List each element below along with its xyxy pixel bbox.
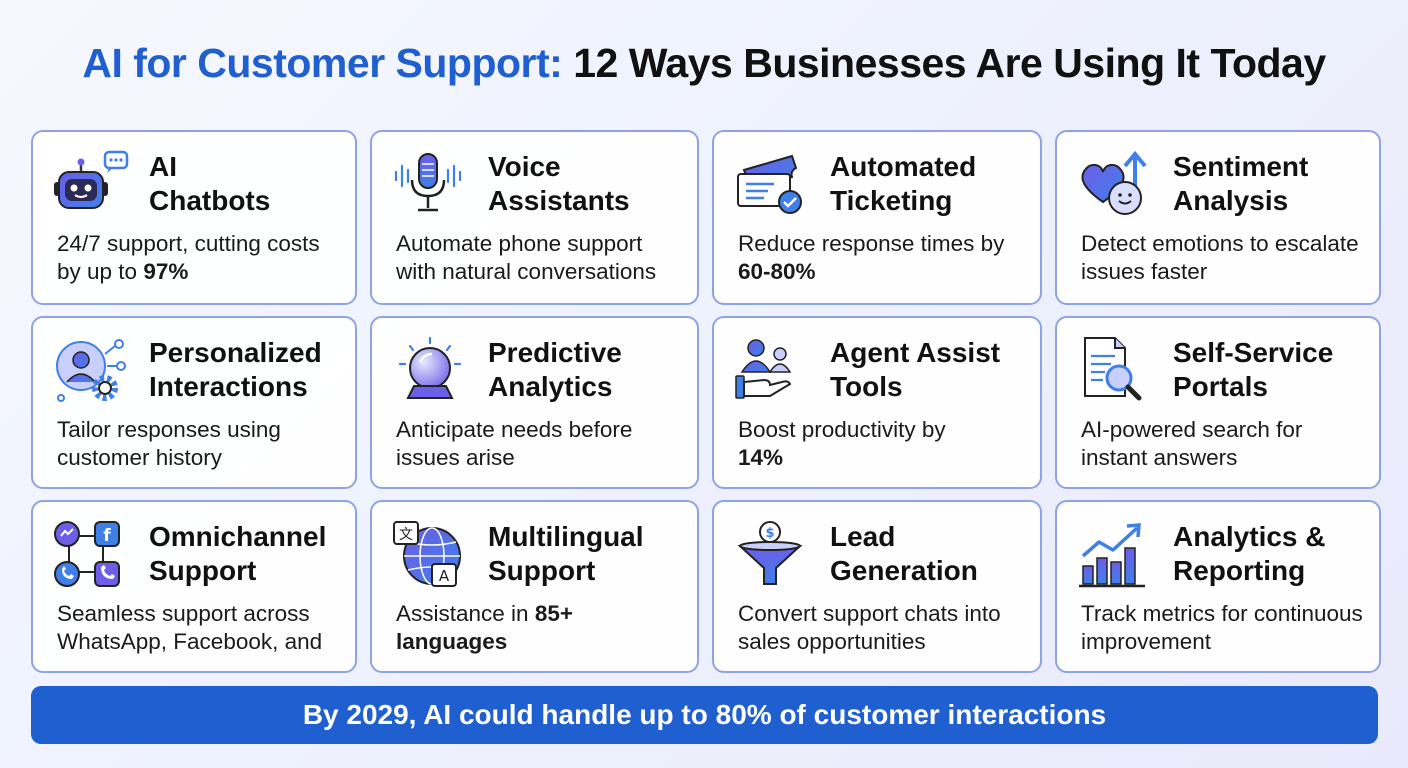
- card-self-service-portals: Self-Service Portals AI-powered search f…: [1055, 316, 1381, 489]
- desc-text: Boost productivity by: [738, 417, 946, 442]
- title-rest: 12 Ways Businesses Are Using It Today: [573, 40, 1326, 86]
- card-predictive-analytics: Predictive Analytics Anticipate needs be…: [370, 316, 699, 489]
- card-title-line1: Multilingual: [488, 521, 644, 552]
- title-accent: AI for Customer Support:: [82, 40, 563, 86]
- desc-highlight: 85+ languages: [396, 601, 573, 654]
- card-title-line2: Analysis: [1173, 185, 1289, 216]
- card-title: Voice Assistants: [488, 150, 689, 218]
- card-title-line1: Lead: [830, 521, 896, 552]
- card-title-line2: Support: [488, 555, 596, 586]
- card-title: Analytics & Reporting: [1173, 520, 1371, 588]
- card-ai-chatbots: AI Chatbots 24/7 support, cutting costs …: [31, 130, 357, 305]
- globe-translate-icon: 文 A: [393, 521, 461, 587]
- card-title-line1: Voice: [488, 151, 561, 182]
- desc-text: Tailor responses using customer history: [57, 417, 281, 470]
- card-title: AI Chatbots: [149, 150, 347, 218]
- robot-chat-icon: [54, 150, 129, 209]
- cards-grid: AI Chatbots 24/7 support, cutting costs …: [31, 130, 1381, 673]
- desc-text: 24/7 support, cutting costs by up to: [57, 231, 320, 284]
- card-description: 24/7 support, cutting costs by up to 97%: [57, 230, 345, 286]
- card-description: Track metrics for continuous improvement: [1081, 600, 1369, 656]
- card-title-line1: Sentiment: [1173, 151, 1309, 182]
- document-search-icon: [1084, 337, 1142, 401]
- card-multilingual-support: 文 A Multilingual Support Assistance in 8…: [370, 500, 699, 673]
- desc-text: Assistance in: [396, 601, 535, 626]
- svg-text:文: 文: [399, 527, 413, 543]
- card-title: Sentiment Analysis: [1173, 150, 1371, 218]
- card-description: Convert support chats into sales opportu…: [738, 600, 1030, 656]
- card-title-line2: Chatbots: [149, 185, 271, 216]
- omnichannel-icon: f: [54, 521, 120, 587]
- svg-text:A: A: [439, 567, 450, 585]
- card-title-line1: Self-Service: [1173, 337, 1334, 368]
- card-title: Lead Generation: [830, 520, 1032, 588]
- microphone-icon: [394, 153, 462, 212]
- desc-text: Detect emotions to escalate issues faste…: [1081, 231, 1359, 284]
- card-description: Tailor responses using customer history: [57, 416, 345, 472]
- user-gear-icon: [56, 339, 126, 402]
- card-title-line2: Generation: [830, 555, 978, 586]
- card-title-line1: Omnichannel: [149, 521, 327, 552]
- card-title: Predictive Analytics: [488, 336, 689, 404]
- desc-text: Track metrics for continuous improvement: [1081, 601, 1363, 654]
- funnel-dollar-icon: $: [737, 521, 803, 585]
- card-title-line2: Interactions: [149, 371, 308, 402]
- card-title-line2: Tools: [830, 371, 903, 402]
- card-title-line1: Agent Assist: [830, 337, 1001, 368]
- ticket-check-icon: [737, 154, 802, 214]
- card-title-line2: Assistants: [488, 185, 630, 216]
- card-description: AI-powered search for instant answers: [1081, 416, 1369, 472]
- card-title: Automated Ticketing: [830, 150, 1032, 218]
- card-voice-assistants: Voice Assistants Automate phone support …: [370, 130, 699, 305]
- desc-text: Seamless support across WhatsApp, Facebo…: [57, 601, 323, 654]
- heart-smile-icon: [1081, 150, 1147, 215]
- card-description: Detect emotions to escalate issues faste…: [1081, 230, 1369, 286]
- card-description: Automate phone support with natural conv…: [396, 230, 687, 286]
- card-title-line2: Reporting: [1173, 555, 1306, 586]
- page-title: AI for Customer Support: 12 Ways Busines…: [0, 40, 1408, 87]
- card-title: Omnichannel Support: [149, 520, 347, 588]
- desc-highlight: 97%: [143, 259, 189, 284]
- desc-text: Anticipate needs before issues arise: [396, 417, 633, 470]
- card-title-line2: Portals: [1173, 371, 1268, 402]
- card-title-line2: Support: [149, 555, 257, 586]
- desc-text: Convert support chats into sales opportu…: [738, 601, 1001, 654]
- agent-hand-icon: [735, 339, 792, 399]
- desc-text: AI-powered search for instant answers: [1081, 417, 1303, 470]
- card-description: Anticipate needs before issues arise: [396, 416, 687, 472]
- crystal-ball-icon: [398, 336, 462, 399]
- svg-text:$: $: [765, 526, 774, 541]
- card-description: Seamless support across WhatsApp, Facebo…: [57, 600, 345, 656]
- card-title: Personalized Interactions: [149, 336, 347, 404]
- desc-text: Automate phone support with natural conv…: [396, 231, 657, 284]
- card-personalized-interactions: Personalized Interactions Tailor respons…: [31, 316, 357, 489]
- bar-chart-trend-icon: [1079, 523, 1145, 588]
- card-lead-generation: $ Lead Generation Convert support chats …: [712, 500, 1042, 673]
- card-title-line2: Analytics: [488, 371, 613, 402]
- card-omnichannel-support: f Omnichannel Support Seamless support a…: [31, 500, 357, 673]
- card-analytics-reporting: Analytics & Reporting Track metrics for …: [1055, 500, 1381, 673]
- card-title: Multilingual Support: [488, 520, 689, 588]
- card-title: Agent Assist Tools: [830, 336, 1032, 404]
- card-title-line1: AI: [149, 151, 177, 182]
- card-agent-assist-tools: Agent Assist Tools Boost productivity by…: [712, 316, 1042, 489]
- card-title-line1: Predictive: [488, 337, 622, 368]
- card-automated-ticketing: Automated Ticketing Reduce response time…: [712, 130, 1042, 305]
- card-title-line1: Personalized: [149, 337, 322, 368]
- card-title-line1: Analytics &: [1173, 521, 1326, 552]
- desc-text: Reduce response times by: [738, 231, 1005, 256]
- card-title-line2: Ticketing: [830, 185, 953, 216]
- footer-banner: By 2029, AI could handle up to 80% of cu…: [31, 686, 1378, 744]
- desc-highlight: 14%: [738, 445, 784, 470]
- desc-highlight: 60-80%: [738, 259, 816, 284]
- card-description: Reduce response times by 60-80%: [738, 230, 1030, 286]
- card-title-line1: Automated: [830, 151, 977, 182]
- card-title: Self-Service Portals: [1173, 336, 1371, 404]
- card-description: Boost productivity by 14%: [738, 416, 1030, 472]
- card-sentiment-analysis: Sentiment Analysis Detect emotions to es…: [1055, 130, 1381, 305]
- card-description: Assistance in 85+ languages: [396, 600, 687, 656]
- svg-text:f: f: [103, 526, 111, 546]
